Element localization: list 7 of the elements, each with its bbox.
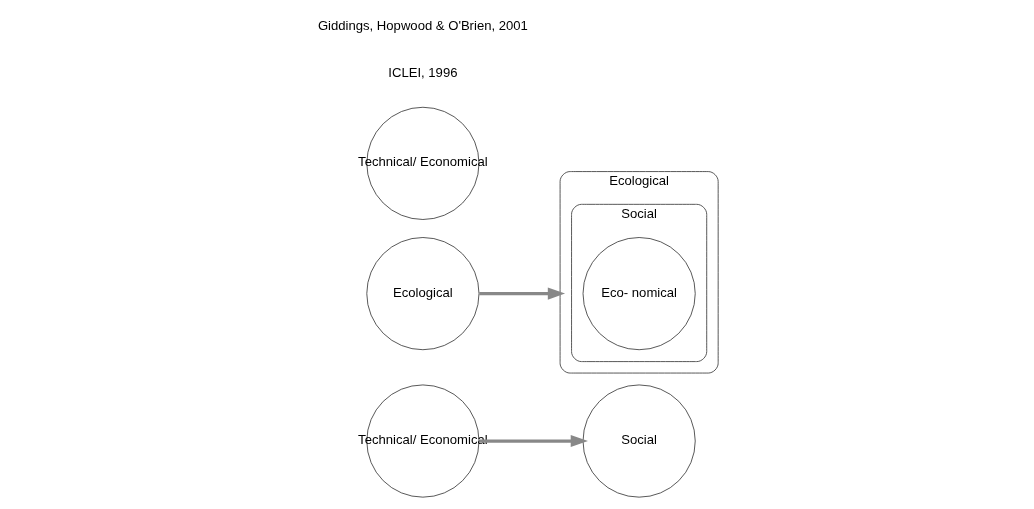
label: ICLEI, 1996 [387, 65, 457, 81]
arrow [478, 435, 588, 448]
node-circle: Eco- nomical [582, 237, 696, 351]
node-circle: Social [582, 384, 696, 498]
node-circle: Ecological [365, 237, 479, 351]
label: Giddings, Hopwood & O'Brien, 2001 [317, 17, 528, 33]
arrow [478, 287, 565, 300]
